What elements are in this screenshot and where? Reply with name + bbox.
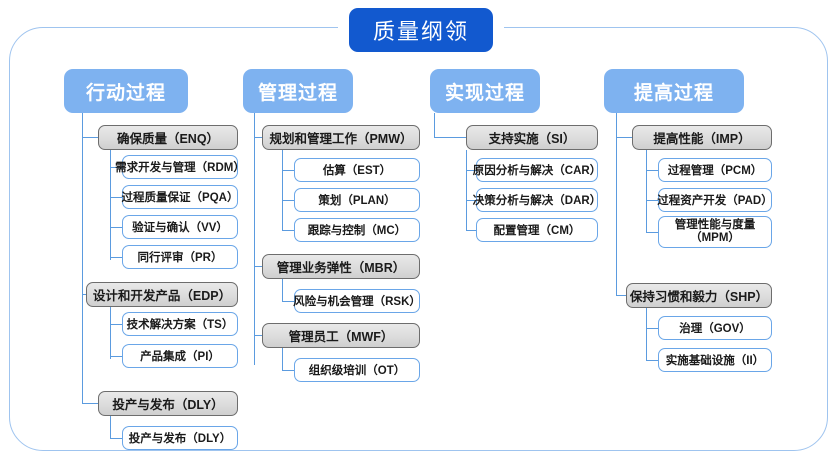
leaf-box[interactable]: 组织级培训（OT）: [294, 358, 420, 382]
elbow-c2-g1-i2: [282, 230, 294, 232]
elbow-c1-g1-i3: [110, 257, 122, 259]
elbow-c4-g2: [616, 295, 632, 297]
leaf-box[interactable]: 实施基础设施（II）: [658, 348, 772, 372]
root-title: 质量纲领: [349, 8, 493, 52]
trunk-c1-g2: [110, 307, 112, 359]
category-header-2[interactable]: 管理过程: [243, 69, 353, 113]
leaf-box[interactable]: 投产与发布（DLY）: [122, 426, 238, 450]
elbow-c2-g1: [254, 137, 268, 139]
leaf-box[interactable]: 治理（GOV）: [658, 316, 772, 340]
leaf-box[interactable]: 决策分析与解决（DAR）: [473, 188, 601, 212]
elbow-c1-g3: [82, 403, 98, 405]
trunk-c2-g3: [282, 348, 284, 370]
trunk-c4-g2: [646, 308, 648, 360]
group-box-c4-g1[interactable]: 提高性能（IMP）: [632, 125, 772, 150]
elbow-c2-g3-i0: [282, 370, 294, 372]
leaf-box[interactable]: 管理性能与度量（MPM）: [658, 216, 772, 248]
elbow-c3-g1-i0: [466, 170, 476, 172]
leaf-box[interactable]: 验证与确认（VV）: [122, 215, 238, 239]
group-box-c4-g2[interactable]: 保持习惯和毅力（SHP）: [626, 283, 772, 308]
elbow-c2-g1-i0: [282, 170, 294, 172]
group-box-c1-g2[interactable]: 设计和开发产品（EDP）: [86, 282, 238, 307]
elbow-c4-g1-i2: [646, 232, 658, 234]
leaf-box[interactable]: 产品集成（PI）: [122, 344, 238, 368]
elbow-c1-g3-i0: [110, 438, 122, 440]
elbow-c2-g1-i1: [282, 200, 294, 202]
leaf-box[interactable]: 需求开发与管理（RDM）: [115, 155, 245, 179]
trunk-col-3: [434, 113, 436, 137]
elbow-c1-g2-i1: [110, 356, 122, 358]
elbow-c1-g1-i2: [110, 227, 122, 229]
elbow-c2-g3: [254, 335, 268, 337]
elbow-c1-g2-i0: [110, 324, 122, 326]
leaf-box[interactable]: 过程管理（PCM）: [658, 158, 772, 182]
elbow-c1-g1: [82, 137, 98, 139]
elbow-c2-g2: [254, 266, 268, 268]
trunk-c4-g1: [646, 150, 648, 232]
leaf-box[interactable]: 同行评审（PR）: [122, 245, 238, 269]
elbow-c3-g1-i2: [466, 230, 476, 232]
trunk-c2-g1: [282, 150, 284, 230]
group-box-c3-g1[interactable]: 支持实施（SI）: [466, 125, 598, 150]
trunk-c1-g3: [110, 416, 112, 438]
leaf-box[interactable]: 过程质量保证（PQA）: [122, 185, 238, 209]
leaf-box[interactable]: 估算（EST）: [294, 158, 420, 182]
group-box-c2-g2[interactable]: 管理业务弹性（MBR）: [262, 254, 420, 279]
group-box-c1-g1[interactable]: 确保质量（ENQ）: [98, 125, 238, 150]
elbow-c4-g1-i1: [646, 200, 658, 202]
elbow-c4-g1: [616, 137, 632, 139]
category-header-3[interactable]: 实现过程: [430, 69, 540, 113]
elbow-c1-g1-i1: [110, 197, 122, 199]
elbow-c4-g2-i1: [646, 360, 658, 362]
elbow-c1-g1-i0: [110, 167, 122, 169]
category-header-1[interactable]: 行动过程: [64, 69, 188, 113]
trunk-col-2: [254, 113, 256, 365]
group-box-c1-g3[interactable]: 投产与发布（DLY）: [98, 391, 238, 416]
category-header-4[interactable]: 提高过程: [604, 69, 744, 113]
trunk-col-1: [82, 113, 84, 403]
leaf-box[interactable]: 风险与机会管理（RSK）: [293, 289, 421, 313]
group-box-c2-g1[interactable]: 规划和管理工作（PMW）: [262, 125, 420, 150]
trunk-c2-g2: [282, 279, 284, 301]
leaf-box[interactable]: 策划（PLAN）: [294, 188, 420, 212]
elbow-c3-g1: [434, 137, 466, 139]
elbow-c4-g2-i0: [646, 328, 658, 330]
leaf-box[interactable]: 过程资产开发（PAD）: [657, 188, 773, 212]
leaf-box[interactable]: 跟踪与控制（MC）: [294, 218, 420, 242]
elbow-c3-g1-i1: [466, 200, 476, 202]
leaf-box[interactable]: 原因分析与解决（CAR）: [473, 158, 601, 182]
trunk-col-4: [616, 113, 618, 295]
elbow-c4-g1-i0: [646, 170, 658, 172]
group-box-c2-g3[interactable]: 管理员工（MWF）: [262, 323, 420, 348]
trunk-c1-g1: [110, 150, 112, 260]
elbow-c2-g2-i0: [282, 301, 294, 303]
leaf-box[interactable]: 技术解决方案（TS）: [122, 312, 238, 336]
trunk-c3-g1: [466, 150, 468, 230]
leaf-box[interactable]: 配置管理（CM）: [476, 218, 598, 242]
